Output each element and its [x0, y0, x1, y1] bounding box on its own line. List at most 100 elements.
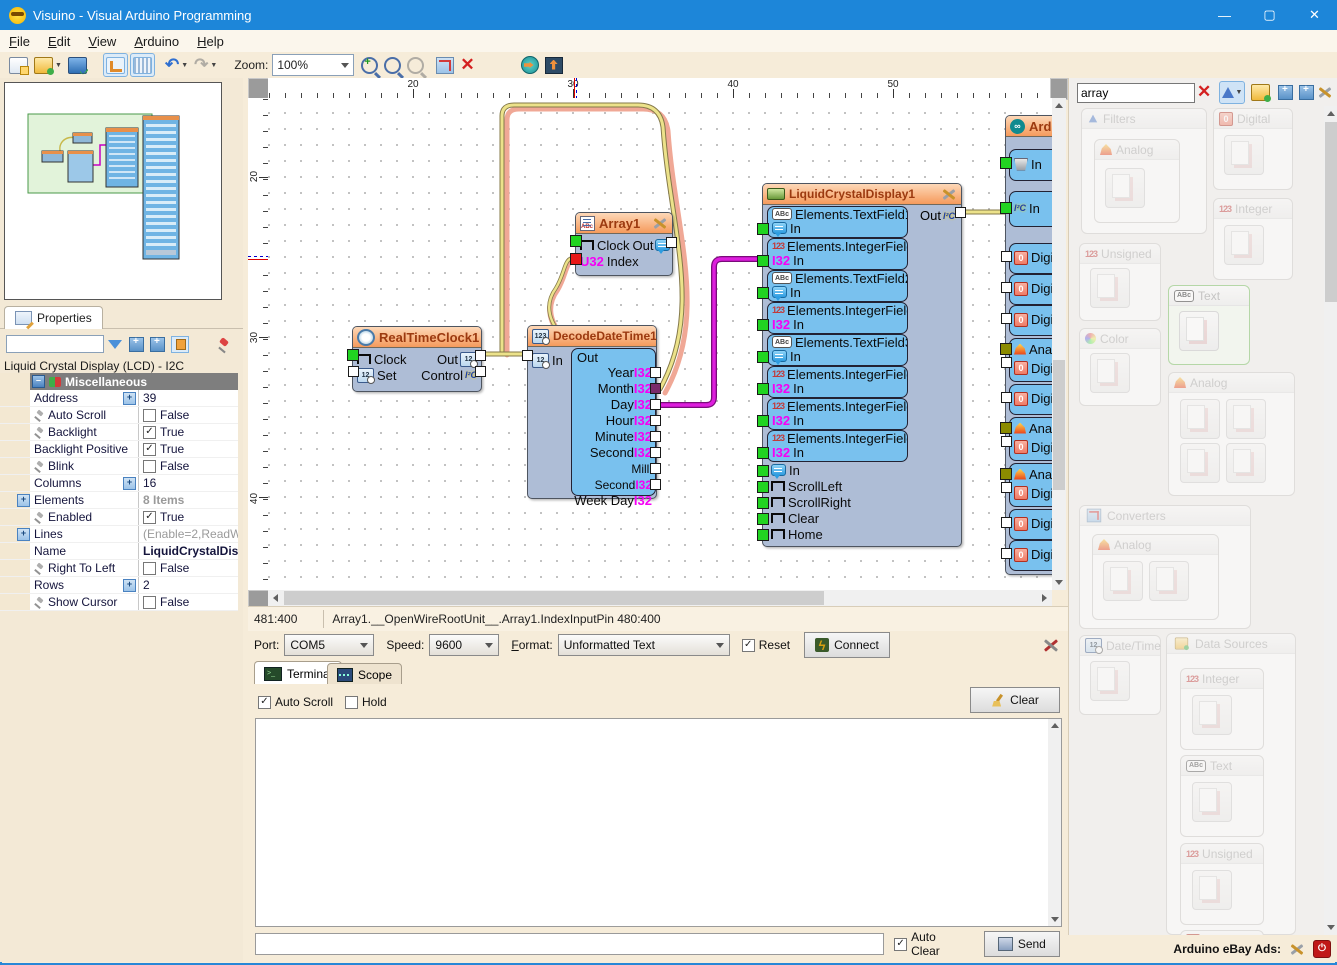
- pin-arduino-digital[interactable]: [1001, 251, 1012, 262]
- pin-rtc-clock[interactable]: [347, 349, 359, 361]
- pin-ddt-month[interactable]: [650, 383, 661, 394]
- checkbox[interactable]: ✓: [143, 443, 156, 456]
- tools-icon[interactable]: [652, 216, 668, 230]
- pin-arduino-analog[interactable]: [1000, 343, 1012, 355]
- checkbox[interactable]: ✓: [143, 511, 156, 524]
- clear-search-icon[interactable]: ✕: [1197, 82, 1211, 102]
- expand-plus-icon[interactable]: +: [123, 579, 136, 592]
- palette-item[interactable]: [1090, 661, 1130, 701]
- pin-lcd-integerfield4-in[interactable]: [757, 415, 769, 427]
- lcd-element[interactable]: 123Elements.IntegerField5 I32In: [767, 430, 908, 462]
- upload-button[interactable]: [543, 54, 565, 76]
- palette-card-integer[interactable]: 123Integer: [1213, 198, 1293, 280]
- save-project-button[interactable]: [66, 54, 89, 76]
- pin-ddt-weekday[interactable]: [650, 479, 661, 490]
- checkbox[interactable]: [143, 562, 156, 575]
- palette-expand-icon[interactable]: [1278, 85, 1293, 100]
- power-icon[interactable]: ⏻: [1313, 940, 1331, 958]
- tools-icon[interactable]: [941, 187, 957, 201]
- palette-card-unsigned[interactable]: 123Unsigned: [1079, 243, 1161, 321]
- palette-item[interactable]: [1224, 135, 1264, 175]
- pin-arduino-digital[interactable]: [1001, 548, 1012, 559]
- redo-button[interactable]: ↷▼: [192, 54, 219, 76]
- pin-ddt-day[interactable]: [650, 399, 661, 410]
- close-button[interactable]: ✕: [1292, 0, 1337, 30]
- pin-lcd-clear[interactable]: [757, 513, 769, 525]
- auto-scroll-row[interactable]: ✓ Auto Scroll: [258, 695, 333, 709]
- palette-item[interactable]: [1192, 782, 1232, 822]
- filter-funnel-icon[interactable]: [108, 340, 122, 349]
- property-row[interactable]: Name LiquidCrystalDisp...: [0, 543, 238, 560]
- pin-lcd-textfield2-in[interactable]: [757, 287, 769, 299]
- minimize-button[interactable]: —: [1202, 0, 1247, 30]
- property-row[interactable]: Address+ 39: [0, 390, 238, 407]
- palette-card-datasources[interactable]: Data Sources 123Integer ABcText 123Unsig…: [1166, 633, 1296, 935]
- lcd-element[interactable]: 123Elements.IntegerField4 I32In: [767, 398, 908, 430]
- pin-arduino-digital[interactable]: [1001, 392, 1012, 403]
- zoom-combobox[interactable]: 100%: [272, 54, 354, 76]
- pin-ddt-millisecond[interactable]: [650, 463, 661, 474]
- zoom-out-button[interactable]: [405, 54, 426, 76]
- pin-lcd-textfield1-in[interactable]: [757, 223, 769, 235]
- pin-ddt-year[interactable]: [650, 367, 661, 378]
- design-canvas[interactable]: RealTimeClock1 Clock Out12 12Set Control…: [268, 98, 1052, 590]
- pin-ddt-hour[interactable]: [650, 415, 661, 426]
- palette-search-input[interactable]: [1077, 83, 1195, 103]
- new-project-button[interactable]: [7, 54, 30, 76]
- pin-arduino-digital[interactable]: [1001, 282, 1012, 293]
- palette-item[interactable]: [1180, 443, 1220, 483]
- compile-button[interactable]: [519, 54, 541, 76]
- palette-card-converters[interactable]: Converters Analog: [1079, 505, 1251, 629]
- palette-item[interactable]: [1180, 399, 1220, 439]
- pin-arduino-digital[interactable]: [1001, 313, 1012, 324]
- pin-lcd-textfield3-in[interactable]: [757, 351, 769, 363]
- pin-ddt-minute[interactable]: [650, 431, 661, 442]
- auto-clear-checkbox[interactable]: ✓: [894, 938, 907, 951]
- checkbox[interactable]: [143, 409, 156, 422]
- palette-item[interactable]: [1090, 353, 1130, 393]
- auto-scroll-checkbox[interactable]: ✓: [258, 696, 271, 709]
- pin-arduino-serial-in[interactable]: [1000, 157, 1012, 169]
- property-row[interactable]: Backlight ✓True: [0, 424, 238, 441]
- pin-rtc-set[interactable]: [348, 366, 359, 377]
- pin-arduino-i2c-in[interactable]: [1000, 202, 1012, 214]
- palette-card-digital[interactable]: 0Digital: [1213, 108, 1293, 190]
- tab-scope[interactable]: Scope: [327, 663, 402, 686]
- menu-file[interactable]: File: [0, 32, 39, 51]
- pin-lcd-integerfield1-in[interactable]: [757, 255, 769, 267]
- pin-lcd-integerfield2-in[interactable]: [757, 319, 769, 331]
- delete-button[interactable]: ✕: [458, 54, 476, 76]
- lcd-element[interactable]: ABcElements.TextField1 In: [767, 206, 908, 238]
- pin-lcd-scrollleft[interactable]: [757, 481, 769, 493]
- canvas-hscrollbar[interactable]: [268, 590, 1052, 606]
- terminal-output[interactable]: [255, 718, 1062, 927]
- palette-item[interactable]: [1192, 695, 1232, 735]
- pin-rtc-out[interactable]: [475, 350, 486, 361]
- maximize-button[interactable]: ▢: [1247, 0, 1292, 30]
- lcd-element[interactable]: 123Elements.IntegerField1 I32In: [767, 238, 908, 270]
- palette-card-analog[interactable]: Analog: [1168, 372, 1295, 496]
- property-row[interactable]: Backlight Positive ✓True: [0, 441, 238, 458]
- pin-lcd-scrollright[interactable]: [757, 497, 769, 509]
- block-decodedatetime1[interactable]: 123DecodeDateTime1 12In Out YearI32 Mont…: [527, 325, 657, 499]
- lcd-element[interactable]: ABcElements.TextField2 In: [767, 270, 908, 302]
- clear-button[interactable]: Clear: [970, 687, 1060, 713]
- palette-item[interactable]: [1226, 399, 1266, 439]
- expand-all-icon[interactable]: [129, 337, 144, 352]
- checkbox[interactable]: [143, 460, 156, 473]
- palette-item[interactable]: [1224, 225, 1264, 265]
- auto-clear-row[interactable]: ✓ Auto Clear: [894, 930, 966, 958]
- hold-checkbox[interactable]: [345, 696, 358, 709]
- pin-arduino-digital[interactable]: [1001, 517, 1012, 528]
- menu-help[interactable]: Help: [188, 32, 233, 51]
- pin-arduino-digital[interactable]: [1001, 482, 1012, 493]
- pin-arduino-analog[interactable]: [1000, 422, 1012, 434]
- palette-card-filters[interactable]: Filters Analog: [1081, 108, 1207, 234]
- property-row[interactable]: Right To Left False: [0, 560, 238, 577]
- palette-item[interactable]: [1090, 268, 1130, 308]
- layout-toggle-icon[interactable]: [171, 336, 189, 353]
- property-row[interactable]: Show Cursor False: [0, 594, 238, 611]
- block-realtimeclock1[interactable]: RealTimeClock1 Clock Out12 12Set Control…: [352, 326, 482, 392]
- palette-item[interactable]: [1105, 168, 1145, 208]
- pin-ddt-second[interactable]: [650, 447, 661, 458]
